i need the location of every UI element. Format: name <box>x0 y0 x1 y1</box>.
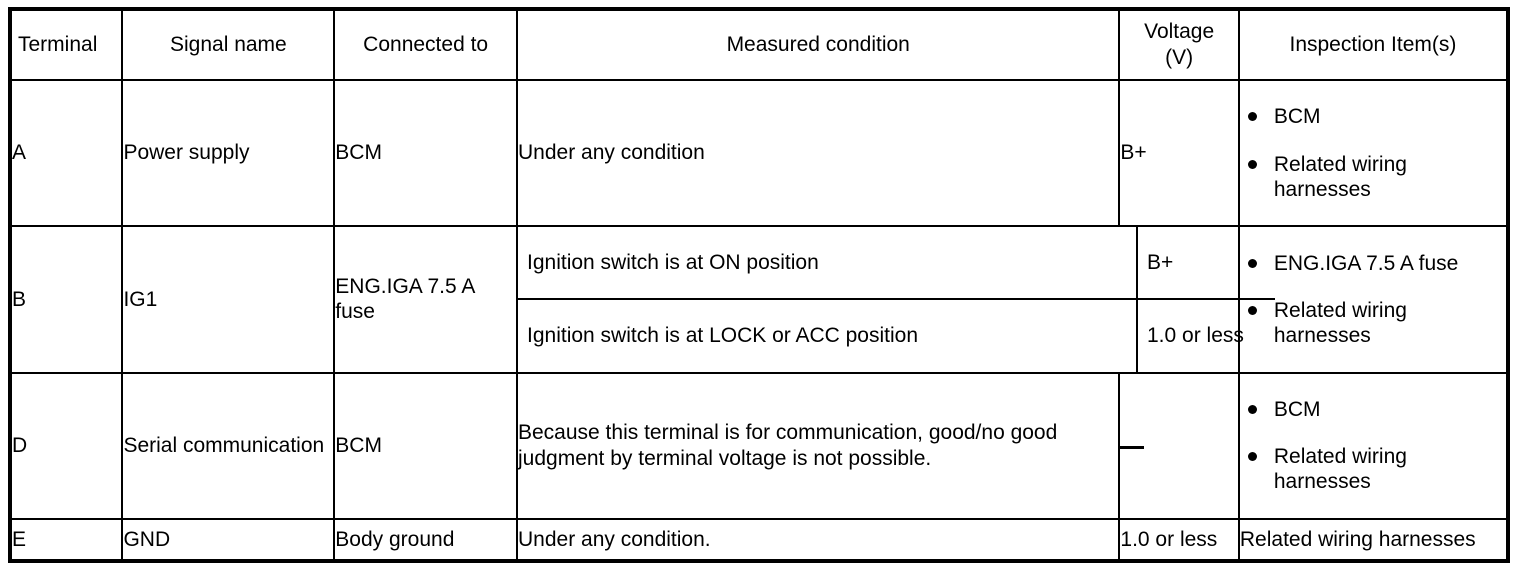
cell-signal-name: Serial communication <box>121 371 336 520</box>
cell-measured-condition: Under any condition <box>515 78 1121 228</box>
cell-measured-condition: Ignition switch is at LOCK or ACC positi… <box>527 324 919 348</box>
cell-signal-name: GND <box>121 517 336 563</box>
cell-connected-to: ENG.IGA 7.5 A fuse <box>333 225 518 374</box>
table-row: D Serial communication BCM Because this … <box>8 371 1510 520</box>
cell-inspection-items: BCM Related wiring harnesses <box>1237 78 1510 228</box>
cell-inspection-items: ENG.IGA 7.5 A fuse Related wiring harnes… <box>1237 225 1510 374</box>
cell-connected-to: BCM <box>333 78 518 228</box>
bullet-icon <box>1247 258 1257 268</box>
column-header-signal-name: Signal name <box>121 8 336 81</box>
column-header-voltage-line2: (V) <box>1165 46 1194 69</box>
column-header-voltage: Voltage (V) <box>1118 8 1240 81</box>
table-row: E GND Body ground Under any condition. 1… <box>8 517 1510 563</box>
sub-row: Ignition switch is at LOCK or ACC positi… <box>518 299 1275 372</box>
column-header-voltage-line1: Voltage <box>1144 20 1215 44</box>
column-header-terminal: Terminal <box>8 8 124 81</box>
inspection-item-list: BCM Related wiring harnesses <box>1240 397 1506 495</box>
list-item: Related wiring harnesses <box>1240 298 1506 348</box>
inspection-item-list: BCM Related wiring harnesses <box>1240 104 1506 202</box>
terminal-inspection-table: Terminal Signal name Connected to Measur… <box>8 7 1510 563</box>
table-row: B IG1 ENG.IGA 7.5 A fuse Ignition switch… <box>8 225 1510 374</box>
cell-inspection-items: BCM Related wiring harnesses <box>1237 371 1510 520</box>
bullet-icon <box>1247 305 1257 315</box>
cell-measured-condition: Ignition switch is at ON position <box>518 227 1137 301</box>
cell-terminal: A <box>8 78 124 228</box>
cell-inspection-items: Related wiring harnesses <box>1237 517 1510 563</box>
cell-voltage <box>1118 371 1240 520</box>
cell-voltage: 1.0 or less <box>1118 517 1240 563</box>
inspection-item-label: Related wiring harnesses <box>1273 298 1407 348</box>
inspection-item-label: Related wiring harnesses <box>1273 445 1407 494</box>
bullet-icon <box>1247 159 1257 169</box>
cell-terminal: D <box>8 371 124 520</box>
list-item: Related wiring harnesses <box>1240 152 1506 202</box>
list-item: BCM <box>1240 104 1506 129</box>
inspection-item-label: BCM <box>1273 105 1321 129</box>
cell-measured-condition: Because this terminal is for communicati… <box>515 371 1121 520</box>
sub-row: Ignition switch is at ON position B+ <box>518 227 1275 301</box>
inspection-item-label: Related wiring harnesses <box>1273 152 1407 201</box>
cell-terminal: E <box>8 517 124 563</box>
inspection-item-list: ENG.IGA 7.5 A fuse Related wiring harnes… <box>1240 251 1506 349</box>
column-header-inspection-items: Inspection Item(s) <box>1237 8 1510 81</box>
table-header: Terminal Signal name Connected to Measur… <box>8 8 1510 81</box>
cell-signal-name: IG1 <box>121 225 336 374</box>
cell-voltage: B+ <box>1118 78 1240 228</box>
table-header-row: Terminal Signal name Connected to Measur… <box>8 8 1510 81</box>
list-item: Related wiring harnesses <box>1240 444 1506 494</box>
cell-terminal: B <box>8 225 124 374</box>
column-header-connected-to: Connected to <box>333 8 518 81</box>
inspection-item-label: ENG.IGA 7.5 A fuse <box>1273 251 1459 275</box>
list-item: ENG.IGA 7.5 A fuse <box>1240 251 1506 276</box>
table-row: A Power supply BCM Under any condition B… <box>8 78 1510 228</box>
cell-signal-name: Power supply <box>121 78 336 228</box>
bullet-icon <box>1247 405 1257 414</box>
cell-measured-condition-voltage-group: Ignition switch is at ON position B+ Ign… <box>516 225 1275 374</box>
cell-connected-to: BCM <box>333 371 518 520</box>
cell-connected-to: Body ground <box>333 517 518 563</box>
bullet-icon <box>1247 112 1257 122</box>
list-item: BCM <box>1240 397 1506 422</box>
terminal-inspection-table-container: Terminal Signal name Connected to Measur… <box>8 7 1510 563</box>
table-body: A Power supply BCM Under any condition B… <box>8 78 1510 563</box>
column-header-measured-condition: Measured condition <box>515 8 1121 81</box>
cell-measured-condition: Under any condition. <box>515 517 1121 563</box>
sub-condition-table: Ignition switch is at ON position B+ Ign… <box>518 227 1275 372</box>
dash-icon <box>1120 445 1145 449</box>
inspection-item-label: BCM <box>1273 398 1321 421</box>
bullet-icon <box>1247 452 1257 462</box>
